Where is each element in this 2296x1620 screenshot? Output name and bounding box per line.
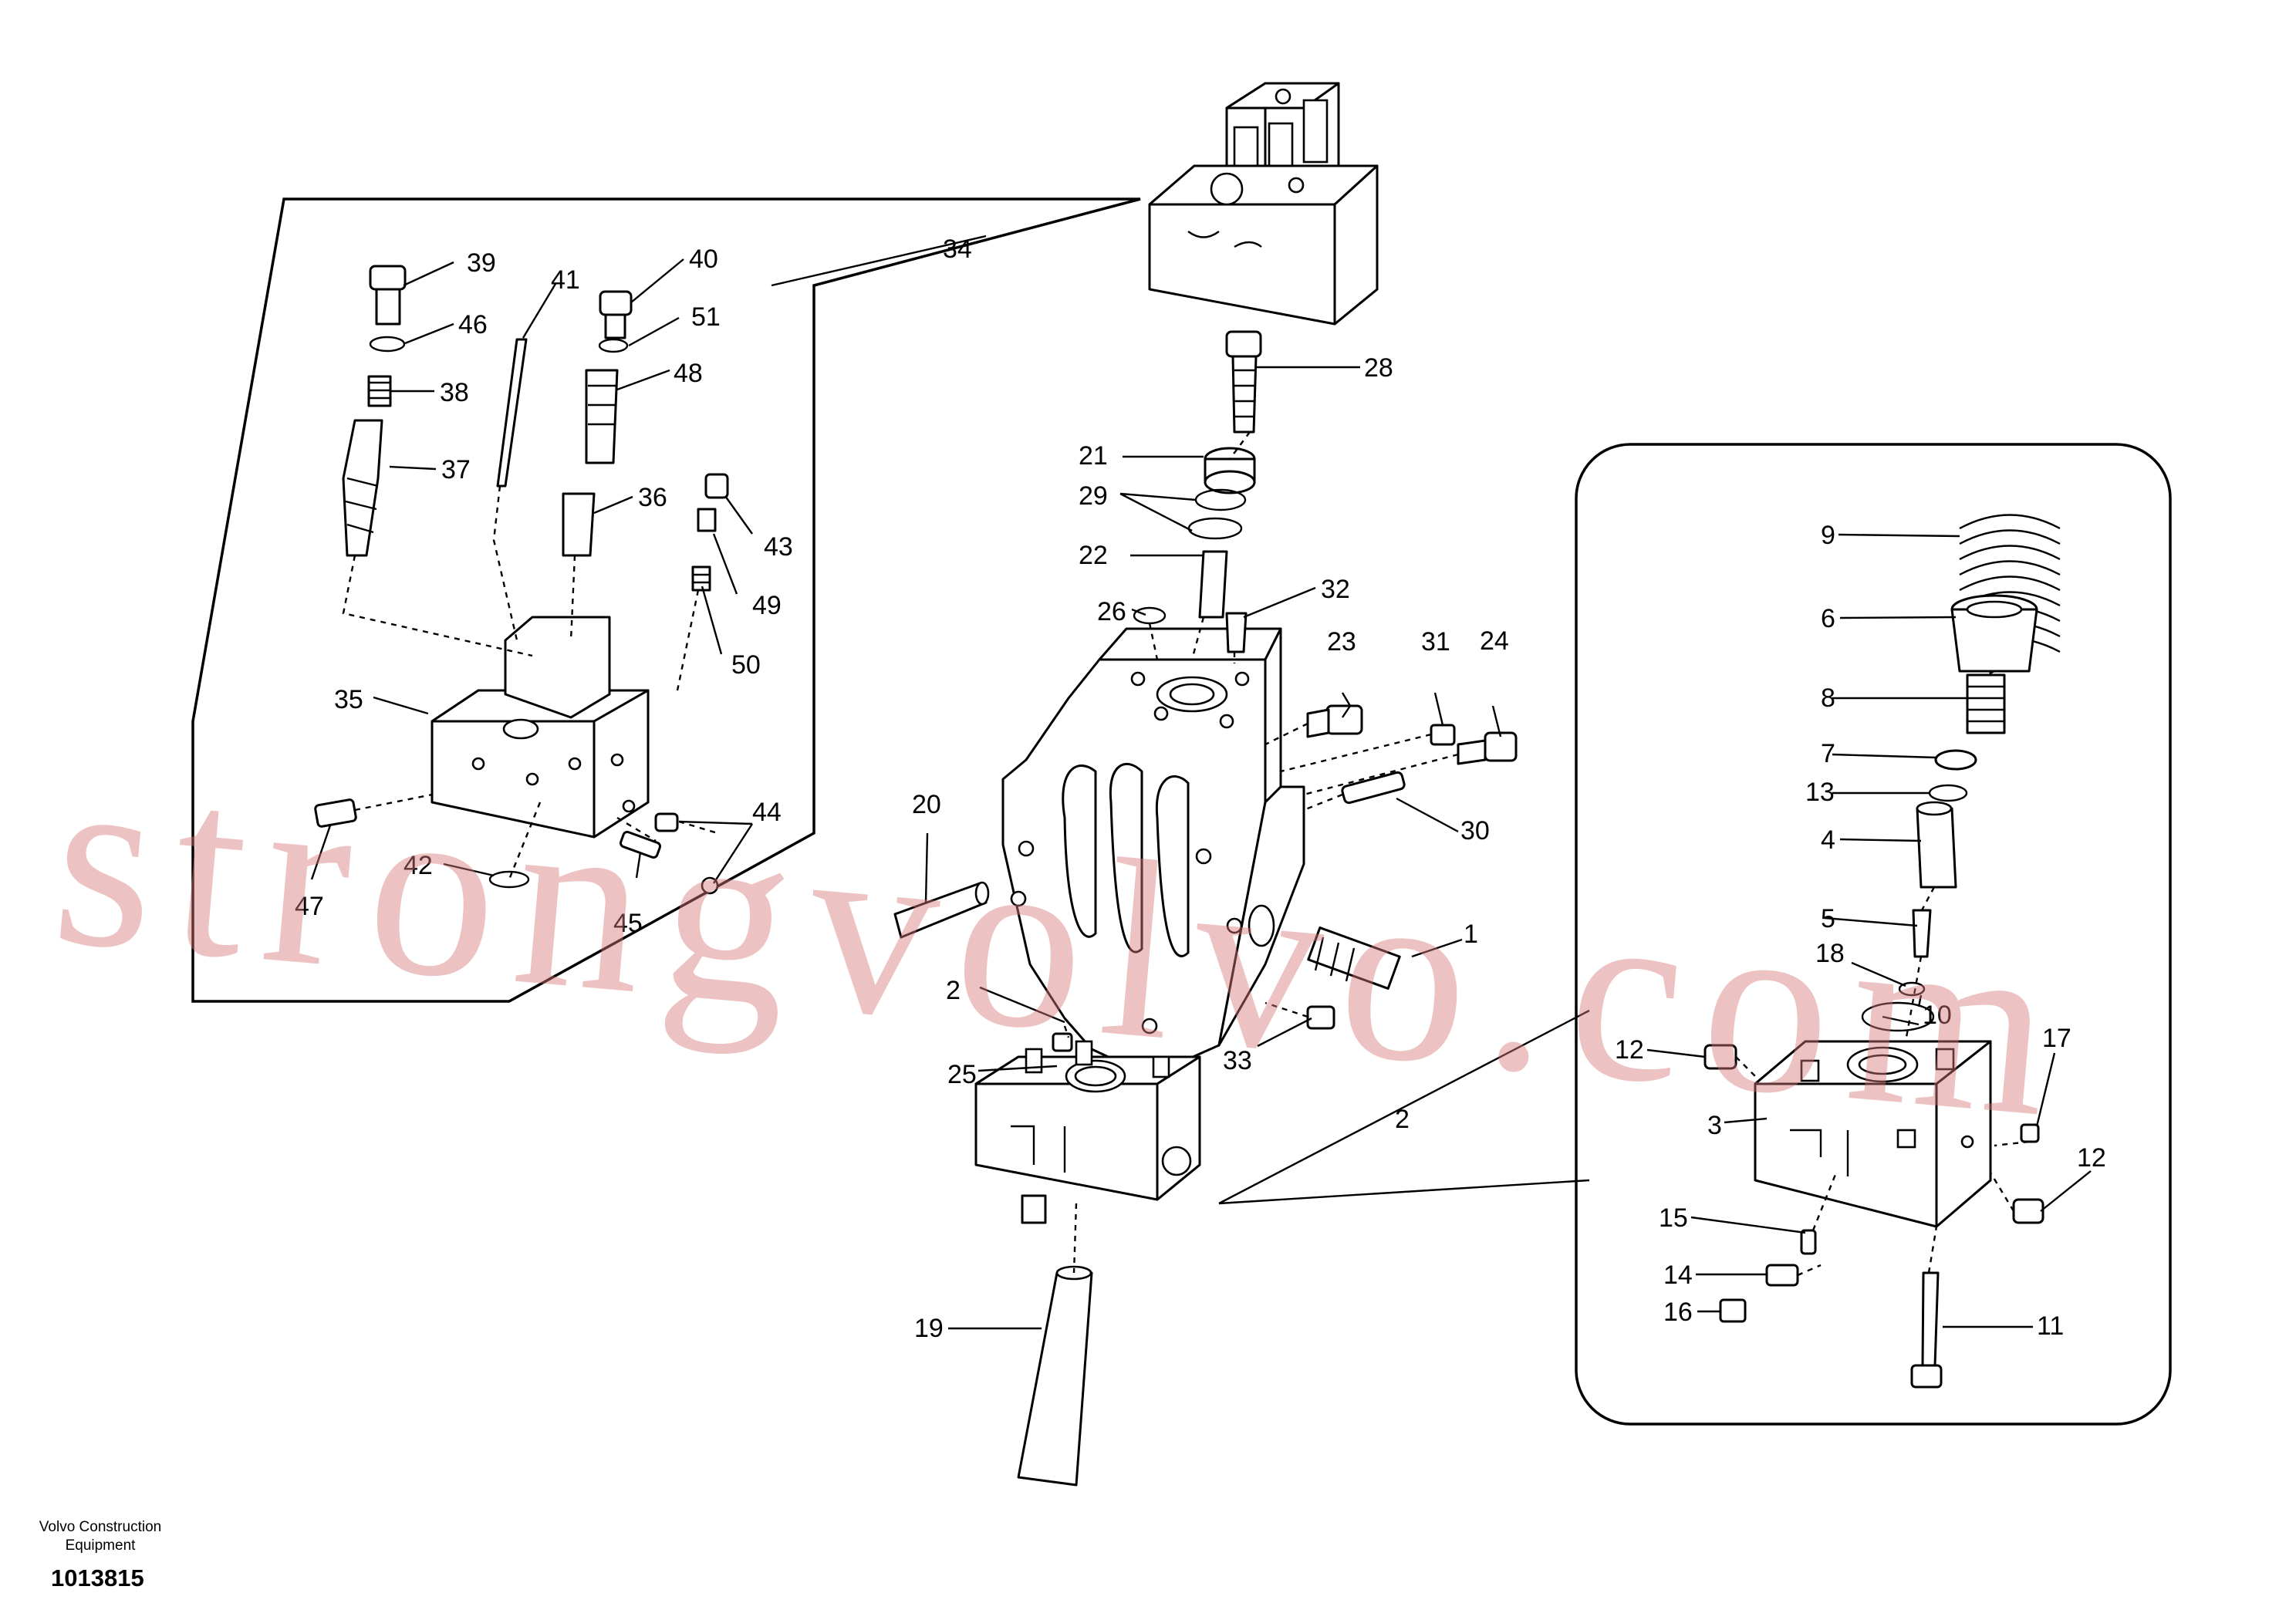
document-number: 1013815 <box>51 1564 144 1591</box>
inset-right-parts <box>1703 514 2061 1389</box>
callout-44: 44 <box>752 798 782 827</box>
callout-2: 2 <box>1395 1105 1410 1134</box>
callout-14: 14 <box>1663 1261 1693 1290</box>
callout-34: 34 <box>943 235 972 264</box>
callout-43: 43 <box>764 532 793 562</box>
manufacturer-line-1: Volvo Construction <box>39 1519 162 1535</box>
callout-42: 42 <box>403 851 433 880</box>
callout-21: 21 <box>1079 441 1108 471</box>
detail-frame-left <box>191 197 1141 1003</box>
callout-25: 25 <box>947 1060 977 1089</box>
callout-29: 29 <box>1079 481 1108 511</box>
part-1-plug <box>1307 926 1401 990</box>
callout-51: 51 <box>691 302 721 332</box>
callout-30: 30 <box>1460 816 1490 845</box>
central-stack-parts <box>1052 330 1518 1052</box>
manufacturer-line-2: Equipment <box>65 1537 136 1554</box>
connector-line <box>1218 1009 1590 1205</box>
main-valve-body <box>1001 627 1305 1078</box>
callout-11: 11 <box>2037 1311 2064 1341</box>
callout-18: 18 <box>1815 939 1845 968</box>
callout-1: 1 <box>1464 920 1478 949</box>
callout-31: 31 <box>1421 627 1450 656</box>
inset-left-parts <box>314 265 729 895</box>
manufacturer-label: Volvo Construction Equipment <box>23 1518 177 1555</box>
callout-13: 13 <box>1805 778 1835 807</box>
connector-line <box>1218 1179 1590 1205</box>
callout-9: 9 <box>1821 521 1835 550</box>
callout-12: 12 <box>1615 1035 1644 1065</box>
leader-lines <box>310 235 2092 1330</box>
part-19-spool <box>1017 1271 1093 1487</box>
callout-38: 38 <box>440 378 469 407</box>
callout-12: 12 <box>2077 1143 2106 1173</box>
part-2-lower-block <box>974 1040 1201 1224</box>
callout-40: 40 <box>689 245 718 274</box>
callout-3: 3 <box>1707 1111 1722 1140</box>
callout-41: 41 <box>551 265 580 295</box>
callout-22: 22 <box>1079 541 1108 570</box>
callout-16: 16 <box>1663 1298 1693 1327</box>
callout-48: 48 <box>674 359 703 388</box>
callout-49: 49 <box>752 591 782 620</box>
callout-8: 8 <box>1821 683 1835 713</box>
callout-46: 46 <box>458 310 488 339</box>
callout-45: 45 <box>613 909 643 938</box>
callout-7: 7 <box>1821 739 1835 768</box>
callout-10: 10 <box>1923 1001 1952 1030</box>
callout-5: 5 <box>1821 904 1835 933</box>
dashed-centerlines <box>342 431 2030 1277</box>
part-34-pilot-cap-block <box>1148 82 1379 326</box>
callout-23: 23 <box>1327 627 1356 656</box>
callout-labels: 1 2 2 3 4 5 6 7 8 9 10 11 12 12 13 14 15… <box>295 235 2106 1343</box>
callout-26: 26 <box>1097 597 1126 626</box>
part-20-spool <box>893 882 988 939</box>
callout-24: 24 <box>1480 626 1509 656</box>
callout-15: 15 <box>1659 1203 1688 1233</box>
callout-20: 20 <box>912 790 941 819</box>
callout-35: 35 <box>334 685 363 714</box>
callout-4: 4 <box>1821 825 1835 855</box>
callout-47: 47 <box>295 892 324 921</box>
callout-36: 36 <box>638 483 667 512</box>
callout-17: 17 <box>2042 1024 2071 1053</box>
callout-2: 2 <box>946 976 961 1005</box>
callout-33: 33 <box>1223 1046 1252 1075</box>
callout-50: 50 <box>731 650 761 680</box>
detail-frame-right <box>1575 443 2172 1426</box>
callout-28: 28 <box>1364 353 1393 383</box>
callout-19: 19 <box>914 1314 944 1343</box>
callout-39: 39 <box>467 248 496 278</box>
callout-6: 6 <box>1821 604 1835 633</box>
callout-32: 32 <box>1321 575 1350 604</box>
callout-37: 37 <box>441 455 471 484</box>
